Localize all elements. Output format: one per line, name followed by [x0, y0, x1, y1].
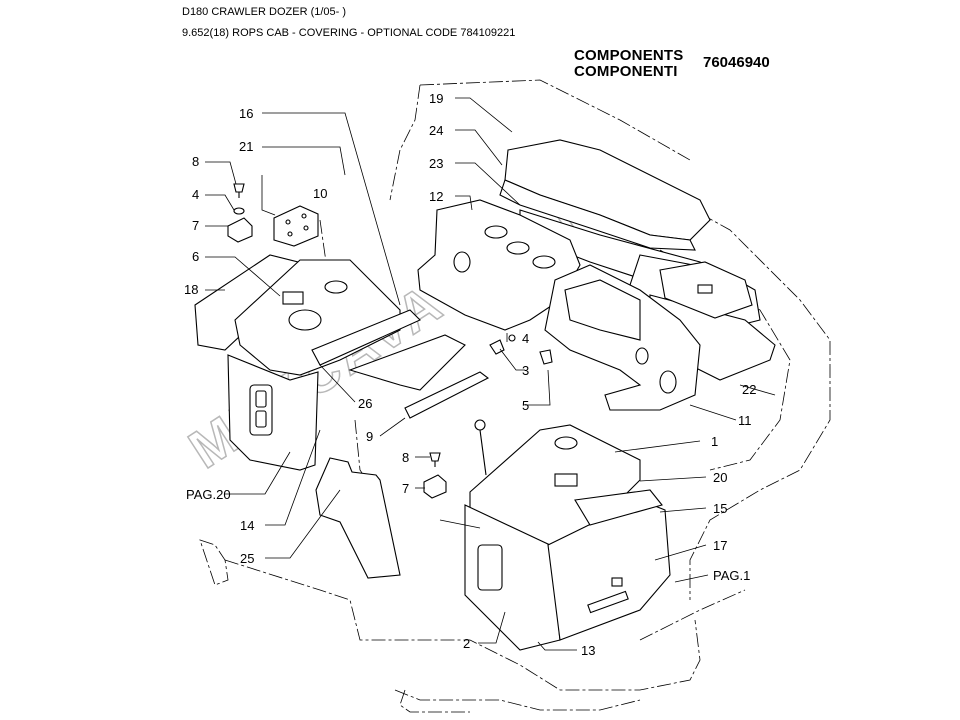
callout-11: 11	[738, 413, 752, 428]
callout-1: 1	[711, 434, 718, 449]
strip-pieces	[311, 309, 490, 419]
callout-25: 25	[240, 551, 254, 566]
callout-8b: 8	[402, 450, 409, 465]
callout-8: 8	[192, 154, 199, 169]
components-label: COMPONENTS	[574, 47, 684, 64]
componenti-label: COMPONENTI	[574, 63, 678, 80]
callout-3: 3	[522, 363, 529, 378]
callout-12: 12	[429, 189, 443, 204]
left-side-wall-14	[227, 354, 319, 471]
model-title: D180 CRAWLER DOZER (1/05- )	[182, 6, 347, 18]
callout-pag20: PAG.20	[186, 487, 231, 502]
callout-9: 9	[366, 429, 373, 444]
callout-6: 6	[192, 249, 199, 264]
callout-4: 4	[192, 187, 199, 202]
hardware-parts	[227, 183, 553, 499]
callout-16: 16	[239, 106, 253, 121]
leader-lines	[205, 97, 776, 651]
control-lever	[474, 419, 487, 476]
callout-13: 13	[581, 643, 595, 658]
cab-frame-outline	[199, 79, 831, 713]
callout-22: 22	[742, 382, 756, 397]
callout-19: 19	[429, 91, 443, 106]
callout-17: 17	[713, 538, 727, 553]
drawing-number: 76046940	[703, 54, 770, 71]
right-frame-11	[544, 264, 701, 411]
callout-26: 26	[358, 396, 372, 411]
callout-15: 15	[713, 501, 727, 516]
callout-numbers: 16 21 8 4 7 10 6 18 19 24 23 12 4 3 5 26…	[184, 91, 756, 658]
callout-5: 5	[522, 398, 529, 413]
callout-14: 14	[240, 518, 254, 533]
callout-7: 7	[192, 218, 199, 233]
callout-4b: 4	[522, 331, 529, 346]
callout-21: 21	[239, 139, 253, 154]
callout-2: 2	[463, 636, 470, 651]
callout-7b: 7	[402, 481, 409, 496]
floor-mat-25	[315, 457, 401, 579]
upper-frame-12	[417, 199, 581, 331]
callout-24: 24	[429, 123, 443, 138]
right-console	[464, 424, 671, 651]
callout-20: 20	[713, 470, 727, 485]
section-title: 9.652(18) ROPS CAB - COVERING - OPTIONAL…	[182, 27, 516, 39]
callout-23: 23	[429, 156, 443, 171]
callout-pag1: PAG.1	[713, 568, 750, 583]
callout-18: 18	[184, 282, 198, 297]
callout-10: 10	[313, 186, 327, 201]
